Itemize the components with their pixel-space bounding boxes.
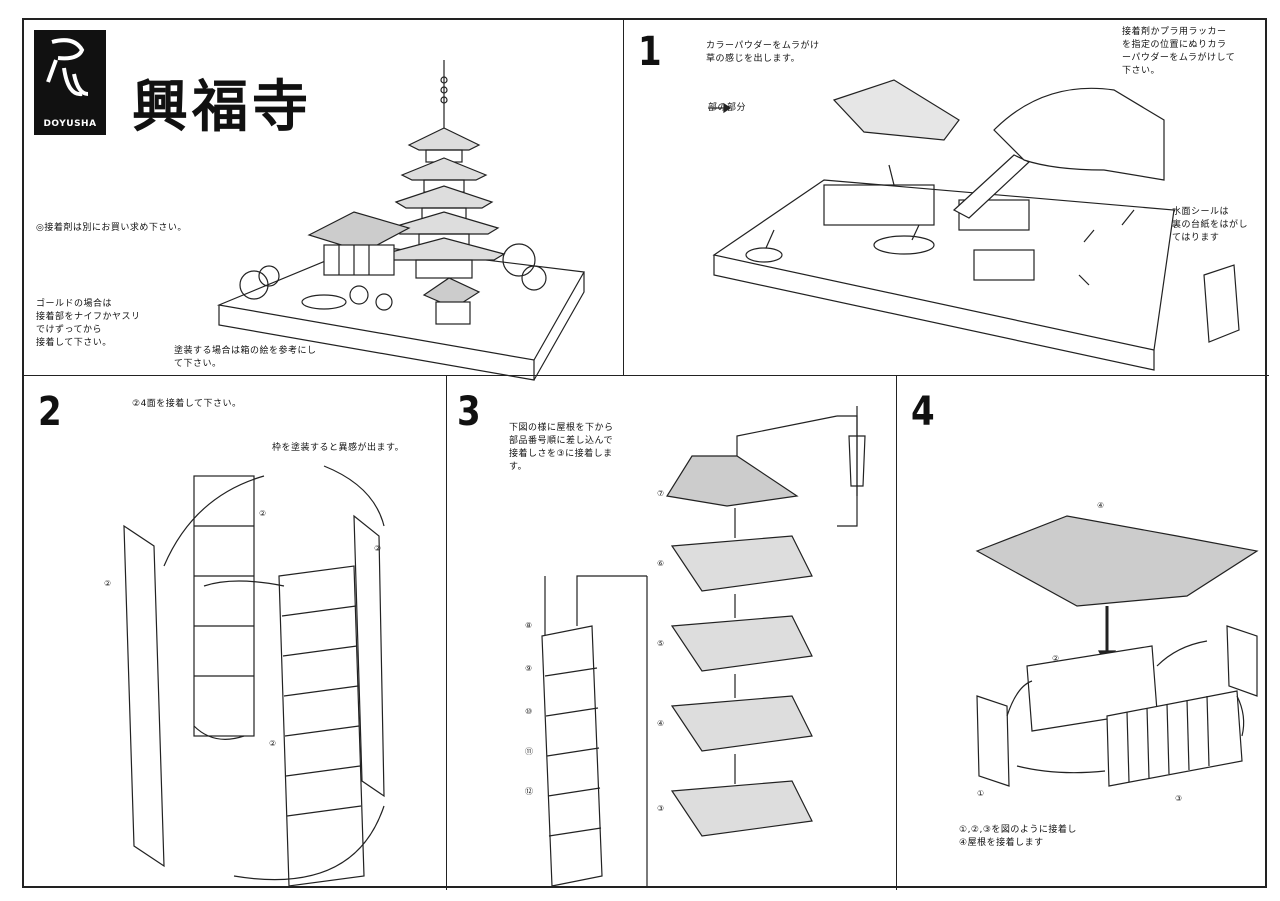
step-1-number: 1: [638, 29, 662, 75]
note-adhesive: ◎接着剤は別にお買い求め下さい。: [36, 223, 187, 233]
step-2-note-paint: 枠を塗装すると異感が出ます。: [272, 443, 405, 453]
step-2-part-label: ②: [259, 509, 266, 518]
step-3-part-label: ⑨: [525, 664, 532, 673]
step-2-part-label: ②: [269, 739, 276, 748]
step-4-illustration: ④ ② ① ③: [975, 501, 1259, 803]
note-paint: 塗装する場合は箱の絵を参考にし て下さい。: [174, 346, 317, 369]
step-2-note-glue: ②4面を接着して下さい。: [132, 399, 242, 409]
step-4-number: 4: [911, 389, 935, 435]
step-3-part-label: ④: [657, 719, 664, 728]
step-3-part-label: ⑪: [525, 747, 533, 756]
page-title: 興福寺: [132, 74, 312, 140]
step-3-part-label: ⑫: [525, 787, 533, 796]
brand-logo: DOYUSHA: [34, 30, 106, 135]
step-2-part-label: ②: [374, 544, 381, 553]
brand-logo-mark: [46, 38, 89, 97]
step-4-note-assembly: ①,②,③を図のように接着し ④屋根を接着します: [959, 825, 1077, 848]
step-3-part-label: ⑥: [657, 559, 664, 568]
overview-panel: DOYUSHA 興福寺: [24, 20, 624, 381]
step-1-note-seal: 水面シールは 裏の台紙をはがし てはります: [1172, 207, 1249, 243]
step-2-illustration: ② ② ② ②: [104, 465, 385, 887]
step-3-number: 3: [457, 389, 481, 435]
step-1-note-lacquer: 接着剤かプラ用ラッカー を指定の位置にぬりカラ ーパウダーをムラがけして 下さい…: [1122, 27, 1236, 76]
step-3-panel: 3 下図の様に屋根を下から 部品番号順に差し込んで 接着しさを③に接着しま す。: [447, 376, 897, 890]
step-4-part-label: ②: [1052, 654, 1059, 663]
step-3-note-stack: 下図の様に屋根を下から 部品番号順に差し込んで 接着しさを③に接着しま す。: [509, 423, 614, 472]
step-1-illustration: [708, 79, 1240, 371]
step-3-part-label: ⑤: [657, 639, 664, 648]
step-3-illustration: ⑦ ⑥ ⑤ ④ ③ ⑧ ⑨ ⑩ ⑪ ⑫: [525, 406, 866, 887]
step-1-note-powder: カラーパウダーをムラがけ 草の感じを出します。: [706, 41, 820, 64]
step-2-panel: 2 ②4面を接着して下さい。 枠を塗装すると異感が出ます。: [24, 376, 447, 890]
step-3-part-label: ⑦: [657, 489, 664, 498]
step-1-panel: 1 カラーパウダーをムラがけ 草の感じを出します。 接着剤かプラ用ラッカー を指…: [624, 20, 1269, 376]
step-4-part-label: ①: [977, 789, 984, 798]
step-2-number: 2: [38, 389, 62, 435]
temple-diorama-illustration: [216, 60, 585, 381]
step-4-panel: 4 ①,②,③を図のように接着し ④屋根を接着します: [897, 376, 1269, 890]
step-3-part-label: ⑧: [525, 621, 532, 630]
step-3-part-label: ⑩: [525, 707, 532, 716]
instruction-sheet: DOYUSHA 興福寺: [22, 18, 1269, 890]
step-2-part-label: ②: [104, 579, 111, 588]
brand-logo-text: DOYUSHA: [43, 119, 97, 129]
step-4-part-label: ④: [1097, 501, 1104, 510]
step-3-part-label: ③: [657, 804, 664, 813]
note-gold: ゴールドの場合は 接着部をナイフかヤスリ でけずってから 接着して下さい。: [36, 299, 141, 348]
step-4-part-label: ③: [1175, 794, 1182, 803]
